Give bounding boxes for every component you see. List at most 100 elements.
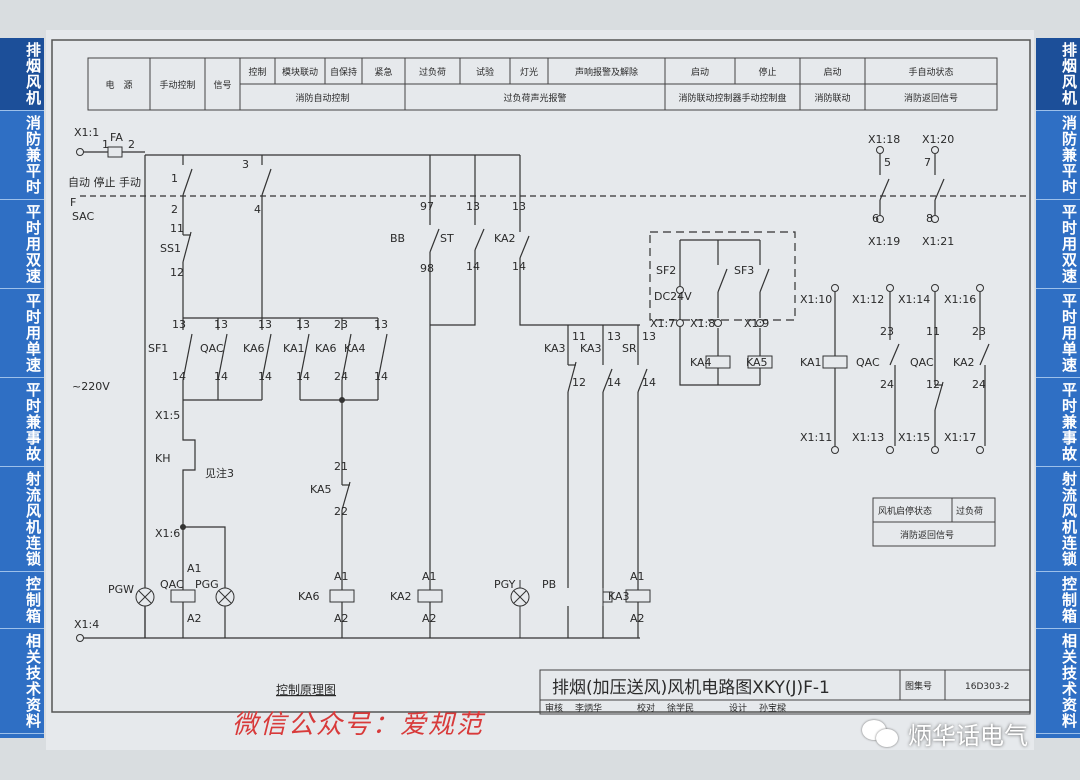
label-note3: 见注3 [205,466,234,480]
label-a1: A1 [187,562,202,575]
title-block [539,669,1031,715]
label-a2: A2 [630,612,645,625]
label-f: F [70,196,76,209]
label-ka3: KA3 [608,590,630,603]
label-n24: 24 [972,378,986,391]
signature-cell: 审核 [545,702,563,714]
label-fa: FA [110,131,123,144]
label-ka6: KA6 [298,590,320,603]
terminal-icon [931,215,939,223]
label-qac: QAC [910,356,934,369]
label-qac: QAC [856,356,880,369]
label-pb: PB [542,578,556,591]
header-cell: 停止 [758,66,776,78]
label-n11: 11 [926,325,940,338]
sidebar-item[interactable]: 相关技术资料 [0,629,44,734]
label-n13: 13 [642,330,656,343]
label-ka2: KA2 [494,232,516,245]
label-sr: SR [622,342,637,355]
signature-cell: 孙宝樑 [759,702,786,714]
label-a1: A1 [334,570,349,583]
label-n22: 22 [334,505,348,518]
label-ka6: KA6 [315,342,337,355]
label-x1-13: X1:13 [852,431,884,444]
relay-coil-icon [747,355,773,369]
header-cell: 过负荷 [419,66,446,78]
relay-coil-icon [417,589,443,603]
left-sidebar: 排烟风机消防兼平时平时用双速平时用单速平时兼事故射流风机连锁控制箱相关技术资料 [0,38,44,738]
diagram-caption: 控制原理图 [276,683,336,697]
header-cell: 灯光 [520,66,538,78]
label-qac: QAC [160,578,184,591]
sidebar-item[interactable]: 排烟风机 [1036,38,1080,111]
label-n4: 4 [254,203,261,216]
terminal-icon [876,146,884,154]
terminal-icon [886,284,894,292]
label-a2: A2 [187,612,202,625]
terminal-icon [931,446,939,454]
sidebar-item[interactable]: 平时用单速 [0,289,44,378]
sidebar-item[interactable]: 射流风机连锁 [1036,467,1080,572]
label-n11: 11 [572,330,586,343]
indicator-lamp-icon [215,587,235,607]
sidebar-item[interactable]: 控制箱 [1036,572,1080,629]
label-n24: 24 [880,378,894,391]
label-x1-4: X1:4 [74,618,99,631]
sidebar-item[interactable]: 平时用双速 [0,200,44,289]
sidebar-item[interactable]: 控制箱 [0,572,44,629]
watermark-text: 微信公众号：爱规范 [232,710,485,740]
terminal-icon [976,446,984,454]
atlas-label: 图集号 [905,680,932,692]
sidebar-item[interactable]: 消防兼平时 [0,111,44,200]
label-ka2: KA2 [953,356,975,369]
label-x1-10: X1:10 [800,293,832,306]
header-cell: 手动控制 [159,79,195,91]
push-button-icon [602,588,613,606]
sidebar-item[interactable]: 相关技术资料 [1036,629,1080,734]
label-x1-9: X1:9 [744,317,769,330]
sidebar-item[interactable]: 排烟风机 [0,38,44,111]
relay-coil-icon [625,589,651,603]
label-n14: 14 [642,376,656,389]
label-ka4: KA4 [690,356,712,369]
label-n12: 12 [926,378,940,391]
sidebar-item[interactable]: 平时用单速 [1036,289,1080,378]
label-x1-5: X1:5 [155,409,180,422]
status-cell-run-state: 风机启停状态 [878,505,932,517]
atlas-number: 16D303-2 [965,682,1010,692]
label-n13: 13 [512,200,526,213]
label-bb: BB [390,232,405,245]
label-x1-7: X1:7 [650,317,675,330]
sidebar-item[interactable]: 消防兼平时 [1036,111,1080,200]
sidebar-item[interactable]: 平时用双速 [1036,200,1080,289]
label-sf3: SF3 [734,264,754,277]
label-n13: 13 [214,318,228,331]
terminal-icon [931,146,939,154]
label-sac: SAC [72,210,95,223]
label-n13: 13 [466,200,480,213]
header-cell: 声响报警及解除 [575,66,638,78]
label-n14: 14 [466,260,480,273]
label-st: ST [440,232,454,245]
header-cell: 试验 [476,66,494,78]
label-n13: 13 [296,318,310,331]
sidebar-item[interactable]: 射流风机连锁 [0,467,44,572]
sidebar-item[interactable]: 平时兼事故 [0,378,44,467]
label-x1-19: X1:19 [868,235,900,248]
header-cell: 电 源 [105,79,132,91]
label-n5: 5 [884,156,891,169]
label-n23: 23 [880,325,894,338]
label-n14: 14 [512,260,526,273]
label-n14: 14 [258,370,272,383]
label-x1-20: X1:20 [922,133,954,146]
header-cell: 模块联动 [282,66,318,78]
label-pgy: PGY [494,578,516,591]
sidebar-item[interactable]: 平时兼事故 [1036,378,1080,467]
terminal-icon [76,634,84,642]
drawing-title: 排烟(加压送风)风机电路图XKY(J)F-1 [552,678,830,698]
label-a2: A2 [334,612,349,625]
header-cell: 控制 [248,66,266,78]
label-n13: 13 [258,318,272,331]
